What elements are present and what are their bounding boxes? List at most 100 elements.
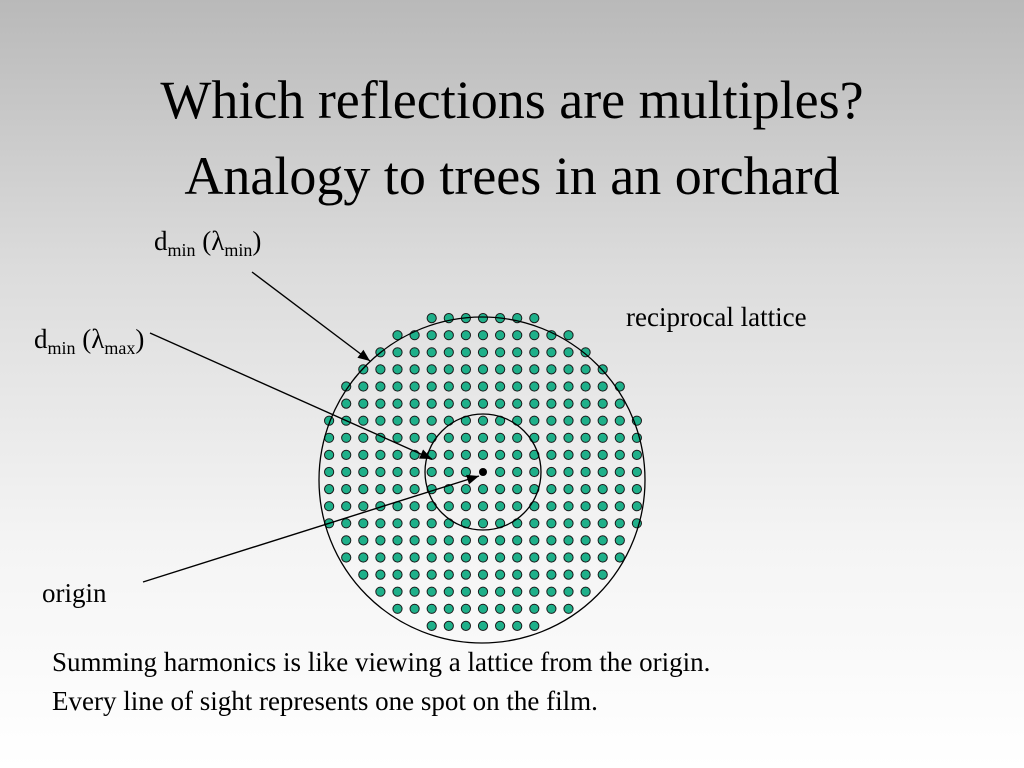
lattice-point xyxy=(495,586,506,597)
lattice-point xyxy=(546,364,557,375)
lattice-point xyxy=(426,432,437,443)
lattice-point xyxy=(426,569,437,580)
lattice-point xyxy=(375,569,386,580)
lattice-point xyxy=(426,415,437,426)
ewald-sphere-outer xyxy=(318,316,646,644)
caption-line-2: Every line of sight represents one spot … xyxy=(52,686,598,716)
label-dmin-lambda-max: dmin (λmax) xyxy=(34,324,145,358)
lattice-point xyxy=(512,603,523,614)
lattice-point xyxy=(563,398,574,409)
lattice-point xyxy=(614,415,625,426)
lattice-point xyxy=(409,415,420,426)
lattice-point xyxy=(358,381,369,392)
lattice-point xyxy=(460,347,471,358)
lattice-point xyxy=(529,552,540,563)
label-reciprocal-lattice: reciprocal lattice xyxy=(626,302,807,332)
lattice-point xyxy=(614,432,625,443)
lattice-point xyxy=(580,364,591,375)
lattice-point xyxy=(324,484,335,495)
lattice-point xyxy=(563,347,574,358)
lattice-point xyxy=(443,415,454,426)
lattice-point xyxy=(375,535,386,546)
lattice-point xyxy=(495,364,506,375)
label-paren-close: ) xyxy=(135,324,145,354)
lattice-point xyxy=(614,501,625,512)
lattice-point xyxy=(614,484,625,495)
lattice-point xyxy=(512,449,523,460)
lattice-point xyxy=(614,518,625,529)
lattice-point xyxy=(580,432,591,443)
lattice-point xyxy=(529,432,540,443)
arrow-dmin-lambda-max-head xyxy=(419,449,432,459)
lattice-point xyxy=(529,569,540,580)
slide-title: Which reflections are multiples? Analogy… xyxy=(0,62,1024,214)
lattice-point xyxy=(324,449,335,460)
lattice-point xyxy=(495,535,506,546)
arrow-dmin-lambda-max-line xyxy=(149,332,433,460)
arrow-origin-head xyxy=(466,474,479,485)
lattice-point xyxy=(409,569,420,580)
lattice-point xyxy=(324,466,335,478)
lattice-point xyxy=(409,518,420,529)
arrows xyxy=(142,271,480,583)
lattice-point xyxy=(580,569,591,580)
lattice-point xyxy=(460,466,471,478)
lattice-point xyxy=(409,552,420,563)
lattice-point xyxy=(392,466,403,478)
lattice-point xyxy=(512,364,523,375)
label-sub-min: min xyxy=(167,240,196,260)
ewald-sphere-inner xyxy=(424,413,542,531)
lattice-point xyxy=(460,364,471,375)
lattice-point xyxy=(529,415,540,426)
lattice-point xyxy=(426,466,437,478)
lattice-point xyxy=(614,535,625,546)
lattice-point xyxy=(512,466,523,478)
lattice-point xyxy=(443,603,454,614)
lattice-point xyxy=(460,330,471,341)
lattice-point xyxy=(563,501,574,512)
lattice-point xyxy=(580,586,591,597)
lattice-point xyxy=(477,535,489,546)
lattice-point xyxy=(460,620,471,632)
label-sub-lambda-max: max xyxy=(104,338,136,358)
lattice-point xyxy=(443,398,454,409)
lattice-point xyxy=(477,313,489,324)
lattice-point xyxy=(495,347,506,358)
lattice-point xyxy=(358,449,369,460)
lattice-point xyxy=(477,569,489,580)
lattice-point xyxy=(529,535,540,546)
lattice-point xyxy=(614,381,625,392)
lattice-point xyxy=(495,501,506,512)
lattice-point xyxy=(426,330,437,341)
lattice-point xyxy=(409,398,420,409)
lattice-point xyxy=(512,347,523,358)
lattice-point xyxy=(563,552,574,563)
lattice-point xyxy=(512,398,523,409)
lattice-point xyxy=(324,501,335,512)
title-line-2: Analogy to trees in an orchard xyxy=(184,146,840,206)
lattice-point xyxy=(409,466,420,478)
lattice-point xyxy=(495,381,506,392)
lattice-point xyxy=(580,552,591,563)
lattice-point xyxy=(546,552,557,563)
lattice-point xyxy=(546,603,557,614)
lattice-point xyxy=(529,381,540,392)
lattice-point xyxy=(495,603,506,614)
lattice-point xyxy=(546,432,557,443)
lattice-point xyxy=(375,466,386,478)
lattice-point xyxy=(477,415,489,426)
lattice-point xyxy=(614,449,625,460)
lattice-point xyxy=(529,347,540,358)
lattice-point xyxy=(358,518,369,529)
lattice-point xyxy=(563,415,574,426)
lattice-point xyxy=(341,398,352,409)
lattice-point xyxy=(443,535,454,546)
arrow-dmin-lambda-min-head xyxy=(357,349,370,361)
lattice-point xyxy=(512,552,523,563)
lattice-point xyxy=(631,449,643,460)
lattice-point xyxy=(512,484,523,495)
lattice-point xyxy=(495,398,506,409)
lattice-point xyxy=(409,347,420,358)
lattice-point xyxy=(358,569,369,580)
lattice-point xyxy=(460,449,471,460)
